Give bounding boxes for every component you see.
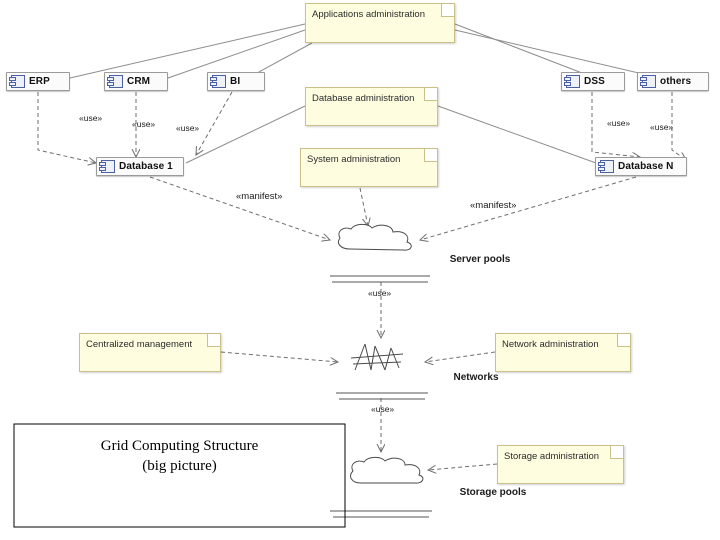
edge-label-use-erp: «use» [79, 113, 103, 123]
edge-label-manifest-right: «manifest» [470, 200, 517, 211]
note-text: Applications administration [312, 9, 426, 20]
edge-label-use-server-pools: «use» [368, 288, 392, 298]
component-label: DSS [584, 76, 605, 87]
edge-label-use-crm: «use» [132, 119, 156, 129]
note-fold-icon [441, 4, 454, 17]
component-icon [598, 160, 614, 173]
caption-title: Grid Computing Structure [100, 438, 259, 454]
component-label: Database N [618, 161, 674, 172]
component-erp[interactable]: ERP [6, 72, 70, 91]
note-fold-icon [207, 334, 220, 347]
note-fold-icon [617, 334, 630, 347]
node-label: Server pools [449, 254, 511, 265]
node-networks[interactable]: Networks [341, 340, 499, 390]
edge-label-use-networks: «use» [371, 404, 395, 414]
component-icon [99, 160, 115, 173]
note-database-administration[interactable]: Database administration [305, 87, 438, 126]
edge-label-use-bi: «use» [176, 123, 200, 133]
component-database-n[interactable]: Database N [595, 157, 687, 176]
node-server-pools[interactable]: Server pools [330, 222, 510, 272]
component-others[interactable]: others [637, 72, 709, 91]
note-fold-icon [424, 149, 437, 162]
note-text: System administration [307, 154, 401, 165]
note-text: Centralized management [86, 339, 193, 350]
network-icon [350, 343, 404, 371]
note-text: Network administration [502, 339, 599, 350]
note-network-administration[interactable]: Network administration [495, 333, 631, 372]
note-storage-administration[interactable]: Storage administration [497, 445, 624, 484]
component-dss[interactable]: DSS [561, 72, 625, 91]
edge-label-use-others: «use» [650, 122, 674, 132]
note-fold-icon [424, 88, 437, 101]
edge-label-manifest-left: «manifest» [236, 191, 283, 202]
node-storage-pools[interactable]: Storage pools [343, 455, 526, 505]
node-label: Storage pools [459, 487, 527, 498]
note-text: Database administration [312, 93, 415, 104]
node-label: Networks [453, 372, 499, 383]
note-fold-icon [610, 446, 623, 459]
component-database-1[interactable]: Database 1 [96, 157, 184, 176]
component-label: ERP [29, 76, 50, 87]
caption-subtitle: (big picture) [142, 458, 217, 474]
note-centralized-management[interactable]: Centralized management [79, 333, 221, 372]
component-crm[interactable]: CRM [104, 72, 168, 91]
edge-label-use-dss: «use» [607, 118, 631, 128]
component-label: others [660, 76, 692, 87]
component-icon [9, 75, 25, 88]
component-icon [564, 75, 580, 88]
component-label: Database 1 [119, 161, 173, 172]
note-text: Storage administration [504, 451, 600, 462]
caption: Grid Computing Structure (big picture) [14, 436, 345, 476]
cloud-icon [350, 456, 424, 484]
component-label: CRM [127, 76, 151, 87]
component-label: BI [230, 76, 241, 87]
component-bi[interactable]: BI [207, 72, 265, 91]
component-icon [210, 75, 226, 88]
note-system-administration[interactable]: System administration [300, 148, 438, 187]
component-icon [107, 75, 123, 88]
caption-frame [13, 423, 346, 528]
cloud-icon [337, 223, 412, 251]
component-icon [640, 75, 656, 88]
note-applications-administration[interactable]: Applications administration [305, 3, 455, 43]
